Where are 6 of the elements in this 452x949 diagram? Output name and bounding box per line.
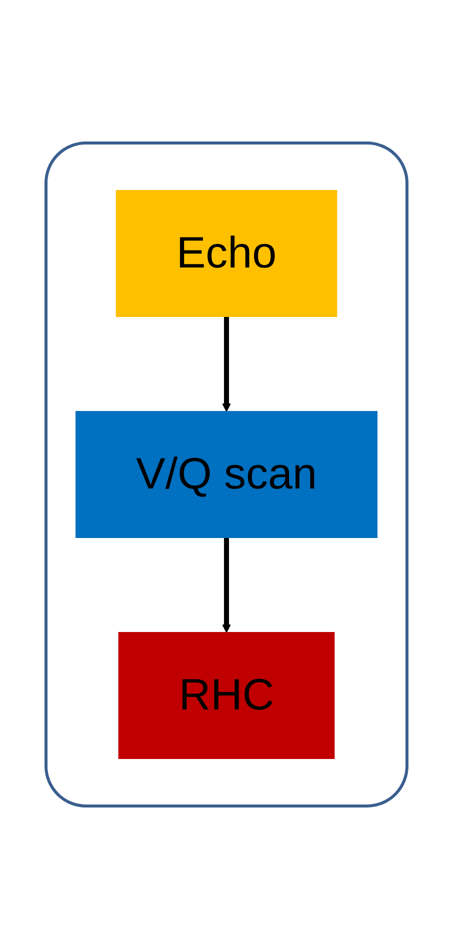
node-box: Echo — [115, 190, 337, 317]
arrow — [222, 316, 230, 412]
node-box: V/Q scan — [75, 411, 377, 538]
cluster — [44, 142, 408, 808]
arrow — [222, 538, 230, 633]
node-box: RHC — [118, 632, 334, 759]
